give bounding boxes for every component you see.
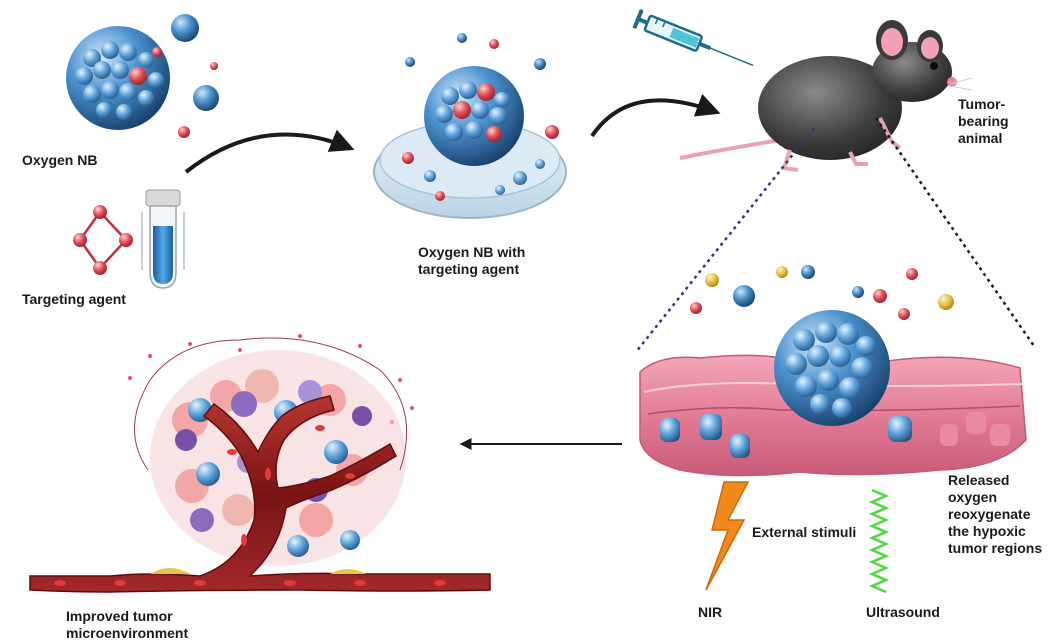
test-tube-icon xyxy=(141,189,185,289)
oxygen-nanobubble-icon xyxy=(66,14,219,138)
ultrasound-label: Ultrasound xyxy=(866,604,940,620)
targeting-agent-label: Targeting agent xyxy=(22,291,126,307)
flow-arrow xyxy=(590,94,721,138)
nir-label: NIR xyxy=(698,604,723,620)
lightning-bolt-icon xyxy=(705,481,750,591)
targeting-molecule-icon xyxy=(73,205,133,275)
zoom-guide-line xyxy=(874,117,1036,347)
ultrasound-wave-icon xyxy=(868,488,890,594)
oxygen-nb-with-targeting-label: Oxygen NB with targeting agent xyxy=(418,244,526,277)
released-oxygen-label: Released oxygen reoxygenate the hypoxic … xyxy=(948,472,1043,556)
petri-dish-icon xyxy=(373,33,567,219)
external-stimuli-label: External stimuli xyxy=(752,524,857,540)
syringe-icon xyxy=(632,9,754,67)
improved-tumor-label: Improved tumor microenvironment xyxy=(66,608,189,641)
tumor-bearing-animal-label: Tumor- bearing animal xyxy=(958,96,1009,146)
tumor-tissue-icon xyxy=(639,265,1027,477)
blood-vessel-icon xyxy=(29,334,491,593)
oxygen-nb-label: Oxygen NB xyxy=(22,152,98,168)
flow-arrow xyxy=(184,129,355,174)
zoom-guide-line xyxy=(635,127,815,353)
mouse-icon xyxy=(679,20,973,172)
